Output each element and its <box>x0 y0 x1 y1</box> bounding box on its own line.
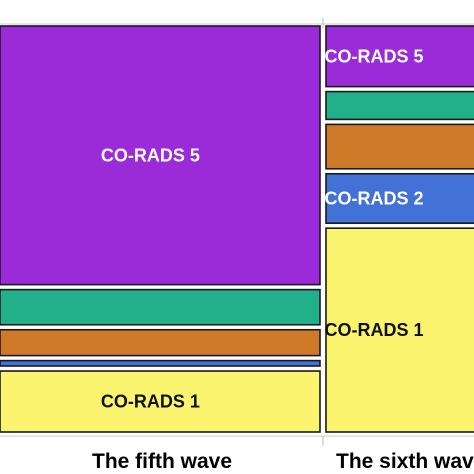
tile-label: CO-RADS 5 <box>101 145 200 165</box>
treemap-tiles <box>0 25 474 433</box>
treemap-tile <box>0 328 321 357</box>
treemap-tile <box>0 25 321 286</box>
treemap-tile <box>325 90 474 121</box>
group-label: The sixth wave <box>336 450 474 473</box>
treemap-tile <box>0 370 321 433</box>
treemap-labels: CO-RADS 5 CO-RADS 1 The fifth wave CO-RADS … <box>92 46 474 473</box>
treemap-tile <box>325 227 474 433</box>
treemap-tile <box>0 359 321 367</box>
tile-label: CO-RADS 5 <box>324 46 423 66</box>
tile-label: CO-RADS 1 <box>101 392 200 412</box>
treemap-tile <box>325 25 474 88</box>
tile-label: CO-RADS 1 <box>324 320 423 340</box>
treemap-tile <box>0 288 321 326</box>
treemap-tile <box>325 123 474 170</box>
tile-label: CO-RADS 2 <box>324 188 423 208</box>
treemap-tile <box>325 172 474 224</box>
chart-frame <box>0 18 474 446</box>
group-label: The fifth wave <box>92 450 232 473</box>
